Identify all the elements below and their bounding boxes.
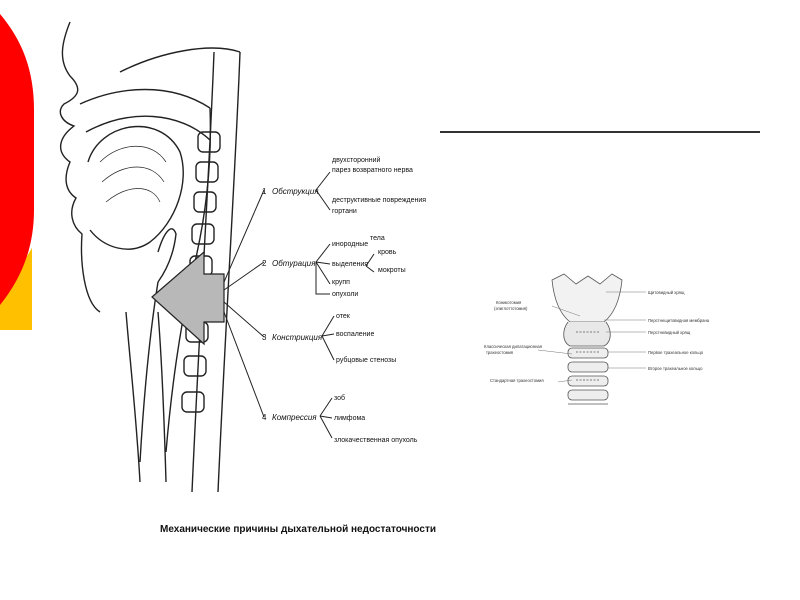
cause-1-item-1: двухсторонний	[332, 156, 381, 164]
cause-2-item-7: опухоли	[332, 291, 358, 298]
pointer-arrow	[151, 250, 225, 346]
cause-obturation: 2 Обтурация инородные тела кровь выделен…	[262, 235, 406, 298]
accent-yellow-shape	[0, 248, 32, 330]
cause-2-number: 2	[262, 259, 267, 268]
cause-4-item-1: зоб	[334, 394, 345, 402]
cause-4-label: Компрессия	[272, 413, 317, 422]
trachea-right-label-3: Перстневидный хрящ	[648, 330, 691, 335]
cause-4-item-3: злокачественная опухоль	[334, 437, 418, 444]
cause-2-item-2: тела	[370, 235, 385, 242]
cause-2-item-3: кровь	[378, 249, 397, 256]
cause-3-number: 3	[262, 333, 267, 342]
respiratory-causes-diagram: 1 Обструкция двухсторонний парез возврат…	[59, 21, 426, 493]
cause-1-item-2: парез возвратного нерва	[332, 167, 413, 174]
trachea-left-label-3: Классическая дилатационная	[484, 344, 542, 349]
trachea-left-label-4: трахеостомия	[486, 350, 513, 355]
accent-red-shape	[0, 14, 34, 305]
cause-1-label: Обструкция	[272, 187, 319, 196]
label-leaders	[537, 291, 646, 383]
trachea-left-label-2: (эпиглоттотомия)	[494, 306, 528, 311]
cause-1-item-3: деструктивные повреждения	[332, 197, 426, 204]
trachea-right-label-1: Щитовидный хрящ	[648, 290, 685, 295]
trachea-right-label-5: Второе трахеальное кольцо	[648, 366, 703, 371]
cause-3-item-3: рубцовые стенозы	[336, 356, 396, 364]
trachea-right-label-2: Перстнещитовидная мембрана	[648, 318, 710, 323]
cause-3-item-1: отек	[336, 313, 351, 320]
cause-2-item-4: выделения	[332, 261, 368, 268]
cause-2-label: Обтурация	[272, 259, 316, 268]
cause-4-number: 4	[262, 413, 267, 422]
larynx-trachea-sketch	[551, 273, 623, 405]
cause-2-item-6: крупп	[332, 279, 350, 286]
head-neck-sketch	[59, 21, 241, 493]
diagram-caption: Механические причины дыхательной недоста…	[160, 524, 437, 535]
cause-3-item-2: воспаление	[336, 331, 374, 338]
trachea-left-label-1: Коникотомия	[496, 300, 521, 305]
cause-3-label: Констрикция	[272, 333, 323, 342]
cause-compression: 4 Компрессия зоб лимфома злокачественная…	[262, 394, 418, 444]
larynx-trachea-illustration: Коникотомия (эпиглоттотомия) Классическа…	[484, 273, 710, 405]
trachea-right-label-4: Первое трахеальное кольцо	[648, 350, 704, 355]
cause-1-number: 1	[262, 187, 267, 196]
cause-2-item-1: инородные	[332, 241, 368, 248]
title-divider	[440, 131, 760, 133]
cause-1-item-4: гортани	[332, 208, 357, 215]
trachea-left-label-5: Стандартная трахеостомия	[490, 378, 544, 383]
cause-obstruction: 1 Обструкция двухсторонний парез возврат…	[262, 156, 426, 215]
cause-connectors	[223, 189, 265, 418]
accent-shapes	[0, 14, 34, 330]
cause-constriction: 3 Констрикция отек воспаление рубцовые с…	[262, 313, 396, 364]
cause-2-item-5: мокроты	[378, 267, 406, 274]
cause-4-item-2: лимфома	[334, 415, 365, 422]
